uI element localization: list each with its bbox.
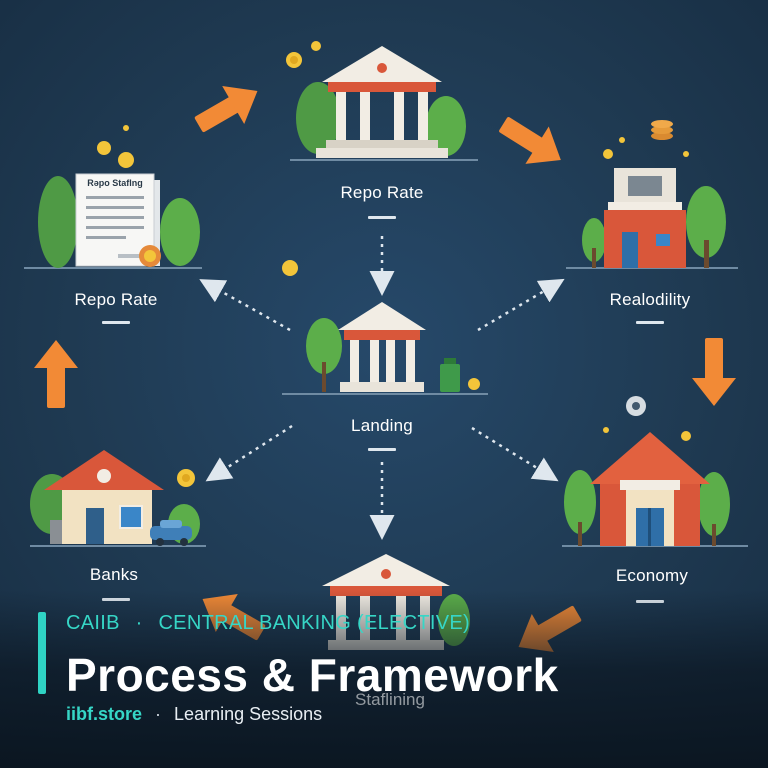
kicker-subject: CENTRAL BANKING (ELECTIVE) (158, 612, 470, 634)
node-label-bottom-left: Banks (89, 565, 139, 584)
footer-separator: · (155, 704, 162, 724)
lending-bank-icon (282, 302, 488, 395)
coin-icon (177, 469, 195, 487)
node-label-center: Landing (351, 416, 413, 435)
dotted-connectors (199, 236, 565, 540)
connector-center-to-bottom-left (205, 424, 293, 482)
coin-stack-icon (603, 120, 689, 159)
label-dash (102, 321, 130, 324)
kicker-separator: · (135, 612, 143, 634)
coin-icon (97, 125, 134, 168)
node-label-top-left: Repo Rate (74, 290, 158, 309)
gear-icon (626, 396, 646, 416)
building-icon (566, 168, 738, 269)
banner-headline: Process & Framework (66, 649, 559, 701)
connector-center-to-top-left (199, 279, 291, 332)
label-dash (368, 448, 396, 451)
coin-icon (286, 41, 321, 68)
footer-description: Learning Sessions (174, 704, 323, 724)
bank-building-icon (290, 46, 478, 161)
banner-kicker: CAIIB · CENTRAL BANKING (ELECTIVE) (66, 612, 470, 635)
node-label-top-right: Realodility (609, 290, 691, 309)
node-label-bottom-right: Economy (615, 566, 689, 585)
node-label-bottom: Staflining (355, 690, 425, 709)
arrow-top-to-top-right (499, 117, 561, 164)
connector-center-to-top-right (477, 278, 565, 332)
accent-bar (38, 612, 46, 694)
label-dash (636, 321, 664, 324)
economy-house-icon (562, 432, 748, 547)
arrow-top-left-to-top (194, 85, 258, 133)
coin-icon (603, 427, 691, 441)
site-link[interactable]: iibf.store (66, 704, 143, 724)
banner-shade (0, 590, 768, 768)
node-label-top: Repo Rate (340, 183, 424, 202)
document-title: Rəpo Staflng (87, 178, 143, 188)
coin-icon (282, 260, 298, 276)
arrow-bottom-left-to-top-left (34, 340, 78, 408)
connector-center-to-bottom-right (471, 426, 559, 482)
arrow-top-right-to-bottom-right (692, 338, 736, 406)
label-dash (368, 216, 396, 219)
kicker-course: CAIIB (66, 612, 120, 634)
bank-branch-icon (30, 450, 206, 547)
banner-footer: iibf.store · Learning Sessions (66, 704, 322, 725)
document-icon (24, 173, 202, 269)
